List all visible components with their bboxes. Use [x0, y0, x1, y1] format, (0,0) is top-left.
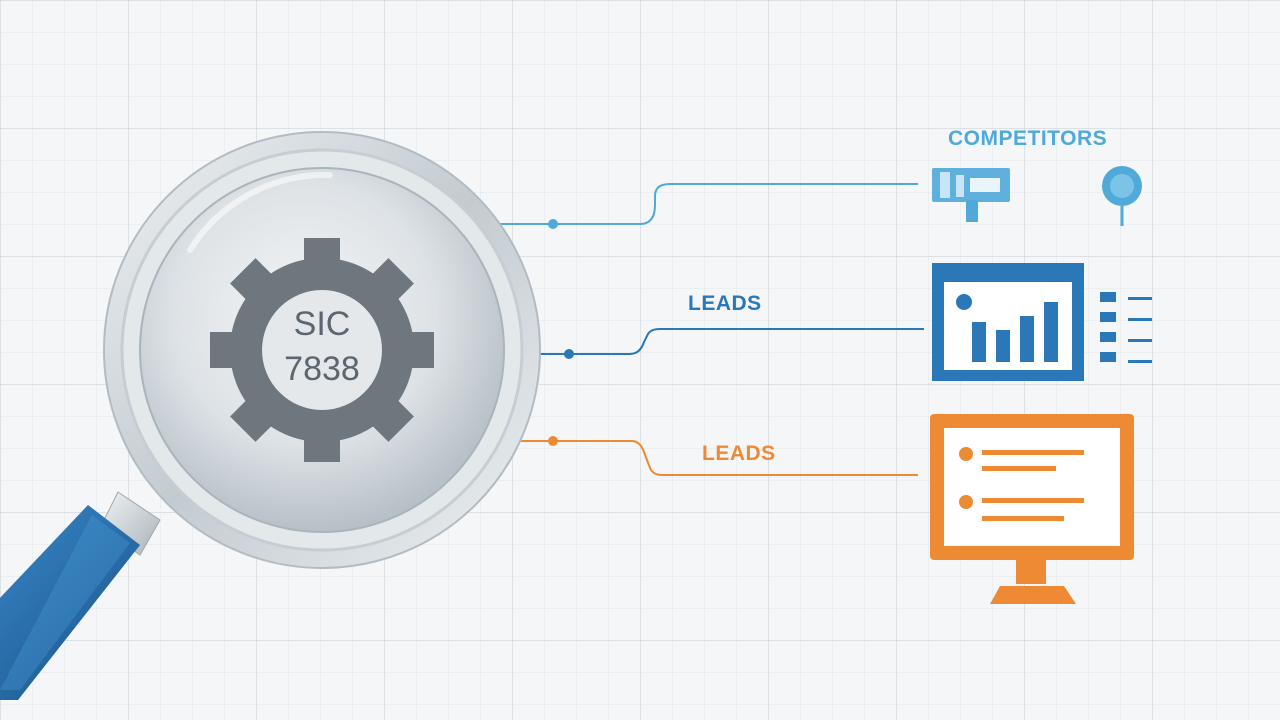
magnifier-handle	[0, 491, 161, 700]
bar-chart-dashboard-icon	[932, 263, 1152, 381]
competitors-label: COMPETITORS	[948, 127, 1108, 150]
gear-tooth	[364, 258, 414, 308]
connector-dot-competitors	[548, 219, 558, 229]
gear-tooth	[230, 258, 280, 308]
leads-label-orange: LEADS	[702, 442, 776, 465]
connector-dot-leads-blue	[564, 349, 574, 359]
connector-leads-orange	[518, 436, 918, 476]
connector-leads-blue	[540, 328, 924, 359]
leads-label-blue: LEADS	[688, 292, 762, 315]
gear-icon	[210, 238, 434, 462]
connector-competitors	[500, 183, 918, 229]
gear-tooth	[230, 392, 280, 442]
gear-tooth	[364, 392, 414, 442]
legend-lines	[1100, 292, 1152, 363]
competitors-icons	[932, 166, 1142, 226]
monitor-list-icon	[930, 414, 1134, 604]
sic-code-label: SIC	[293, 305, 351, 343]
connector-dot-leads-orange	[548, 436, 558, 446]
sic-code-number: 7838	[284, 350, 360, 388]
